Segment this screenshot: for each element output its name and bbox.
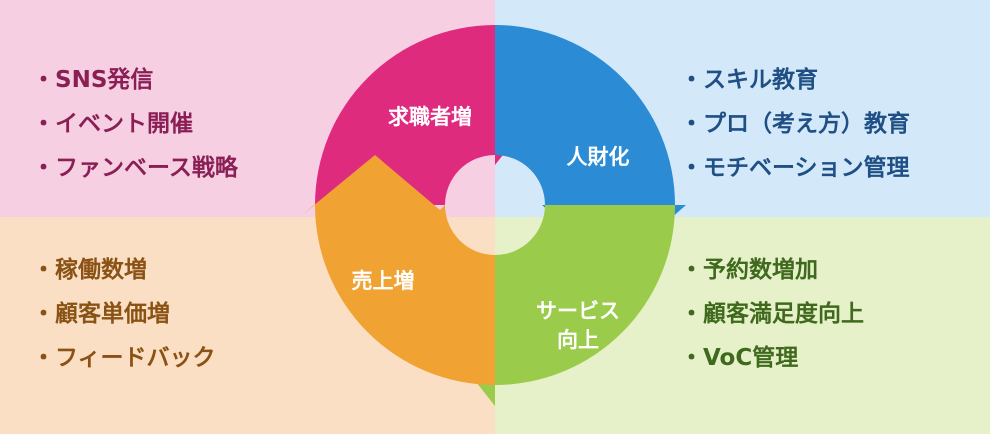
segment-green-arrow xyxy=(443,205,675,406)
segment-blue-label: 人財化 xyxy=(567,145,630,169)
segment-pink-label: 求職者増 xyxy=(388,105,472,129)
list-bottom-left: 稼働数増 顧客単価増 フィードバック xyxy=(32,248,216,380)
list-item: フィードバック xyxy=(32,336,216,380)
segment-green-label-line1: サービス xyxy=(536,299,620,323)
list-item: SNS発信 xyxy=(32,58,238,102)
list-item: ファンベース戦略 xyxy=(32,146,238,190)
list-item: 顧客単価増 xyxy=(32,292,216,336)
list-bottom-right: 予約数増加 顧客満足度向上 VoC管理 xyxy=(680,248,864,380)
list-top-left: SNS発信 イベント開催 ファンベース戦略 xyxy=(32,58,238,190)
list-top-right: スキル教育 プロ（考え方）教育 モチベーション管理 xyxy=(680,58,910,190)
list-item: モチベーション管理 xyxy=(680,146,910,190)
list-item: 稼働数増 xyxy=(32,248,216,292)
list-item: スキル教育 xyxy=(680,58,910,102)
list-item: イベント開催 xyxy=(32,102,238,146)
list-item: 顧客満足度向上 xyxy=(680,292,864,336)
list-item: VoC管理 xyxy=(680,336,864,380)
list-item: 予約数増加 xyxy=(680,248,864,292)
list-item: プロ（考え方）教育 xyxy=(680,102,910,146)
segment-orange-arrow xyxy=(302,155,495,385)
segment-orange-label: 売上増 xyxy=(352,269,415,293)
segment-green-label-line2: 向上 xyxy=(557,328,599,352)
